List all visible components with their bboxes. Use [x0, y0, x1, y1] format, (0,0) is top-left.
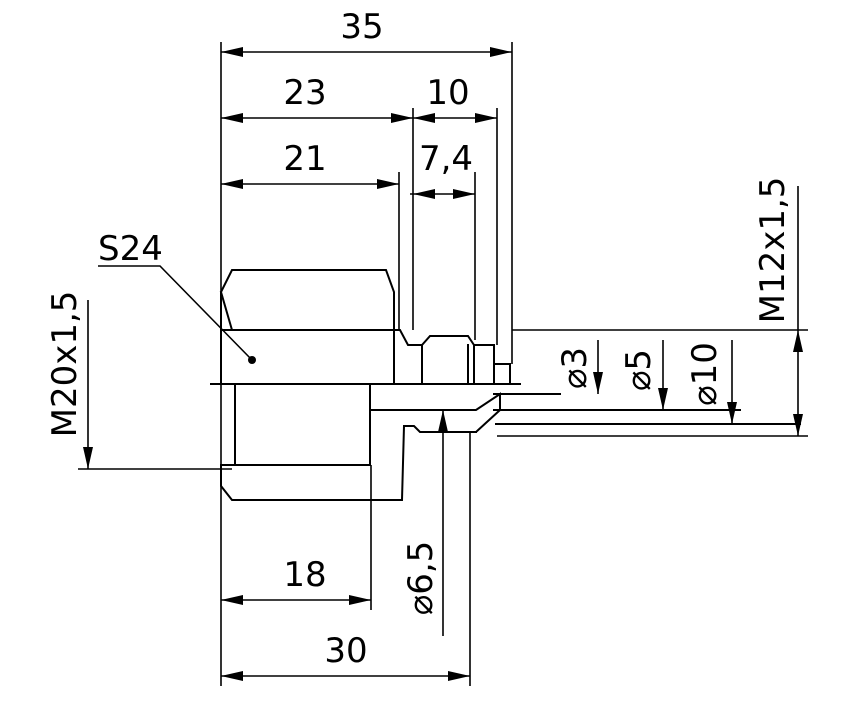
dim-21: 21: [283, 139, 326, 179]
dim-35: 35: [340, 7, 383, 47]
dim-10: 10: [426, 73, 469, 113]
dia-5: ⌀5: [619, 349, 659, 391]
dimension-lines: [83, 47, 803, 681]
dimension-labels: 35 23 10 21 7,4 S24 18 30 M20x1,5 M12x1,…: [45, 7, 793, 671]
dia-6-5: ⌀6,5: [401, 541, 441, 616]
extension-lines: [78, 42, 808, 686]
label-s24: S24: [98, 229, 163, 269]
part-outline: [210, 269, 521, 385]
dim-30: 30: [324, 631, 367, 671]
dim-7-4: 7,4: [419, 139, 473, 179]
dia-3: ⌀3: [555, 347, 595, 389]
dim-18: 18: [283, 555, 326, 595]
thread-m20: M20x1,5: [45, 291, 85, 438]
dia-10: ⌀10: [685, 342, 725, 406]
dim-23: 23: [283, 73, 326, 113]
thread-m12: M12x1,5: [753, 177, 793, 324]
